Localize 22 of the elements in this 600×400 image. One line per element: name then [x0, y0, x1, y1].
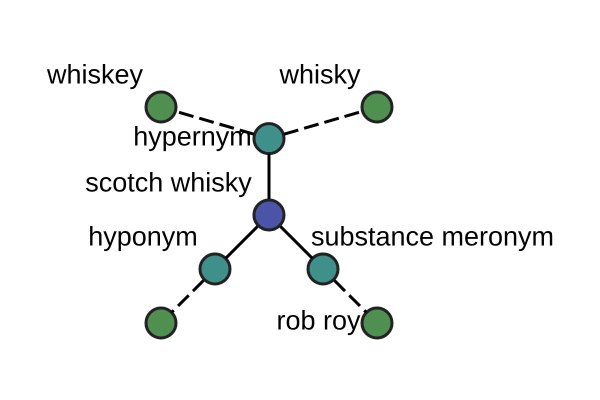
- connector: [278, 225, 313, 260]
- node-circle: [198, 252, 231, 286]
- node-circle: [144, 90, 177, 124]
- node-circle: [252, 198, 285, 232]
- node-label: whisky: [279, 60, 360, 90]
- node-label: substance meronym: [310, 222, 554, 252]
- node-circle: [144, 306, 177, 340]
- node-circle: [306, 252, 339, 286]
- connector: [267, 154, 270, 199]
- connector: [176, 110, 254, 136]
- connector: [224, 225, 258, 260]
- node-label: hypernym: [132, 121, 252, 152]
- connector: [170, 279, 204, 314]
- node-label: hyponym: [88, 222, 198, 252]
- connector: [332, 279, 367, 314]
- node-label: whiskey: [46, 60, 142, 90]
- node-circle: [360, 90, 393, 124]
- node-circle: [360, 306, 393, 340]
- connector: [283, 110, 362, 136]
- node-circle: [252, 122, 285, 156]
- node-label: rob roy: [276, 306, 360, 336]
- node-label: scotch whisky: [84, 168, 252, 198]
